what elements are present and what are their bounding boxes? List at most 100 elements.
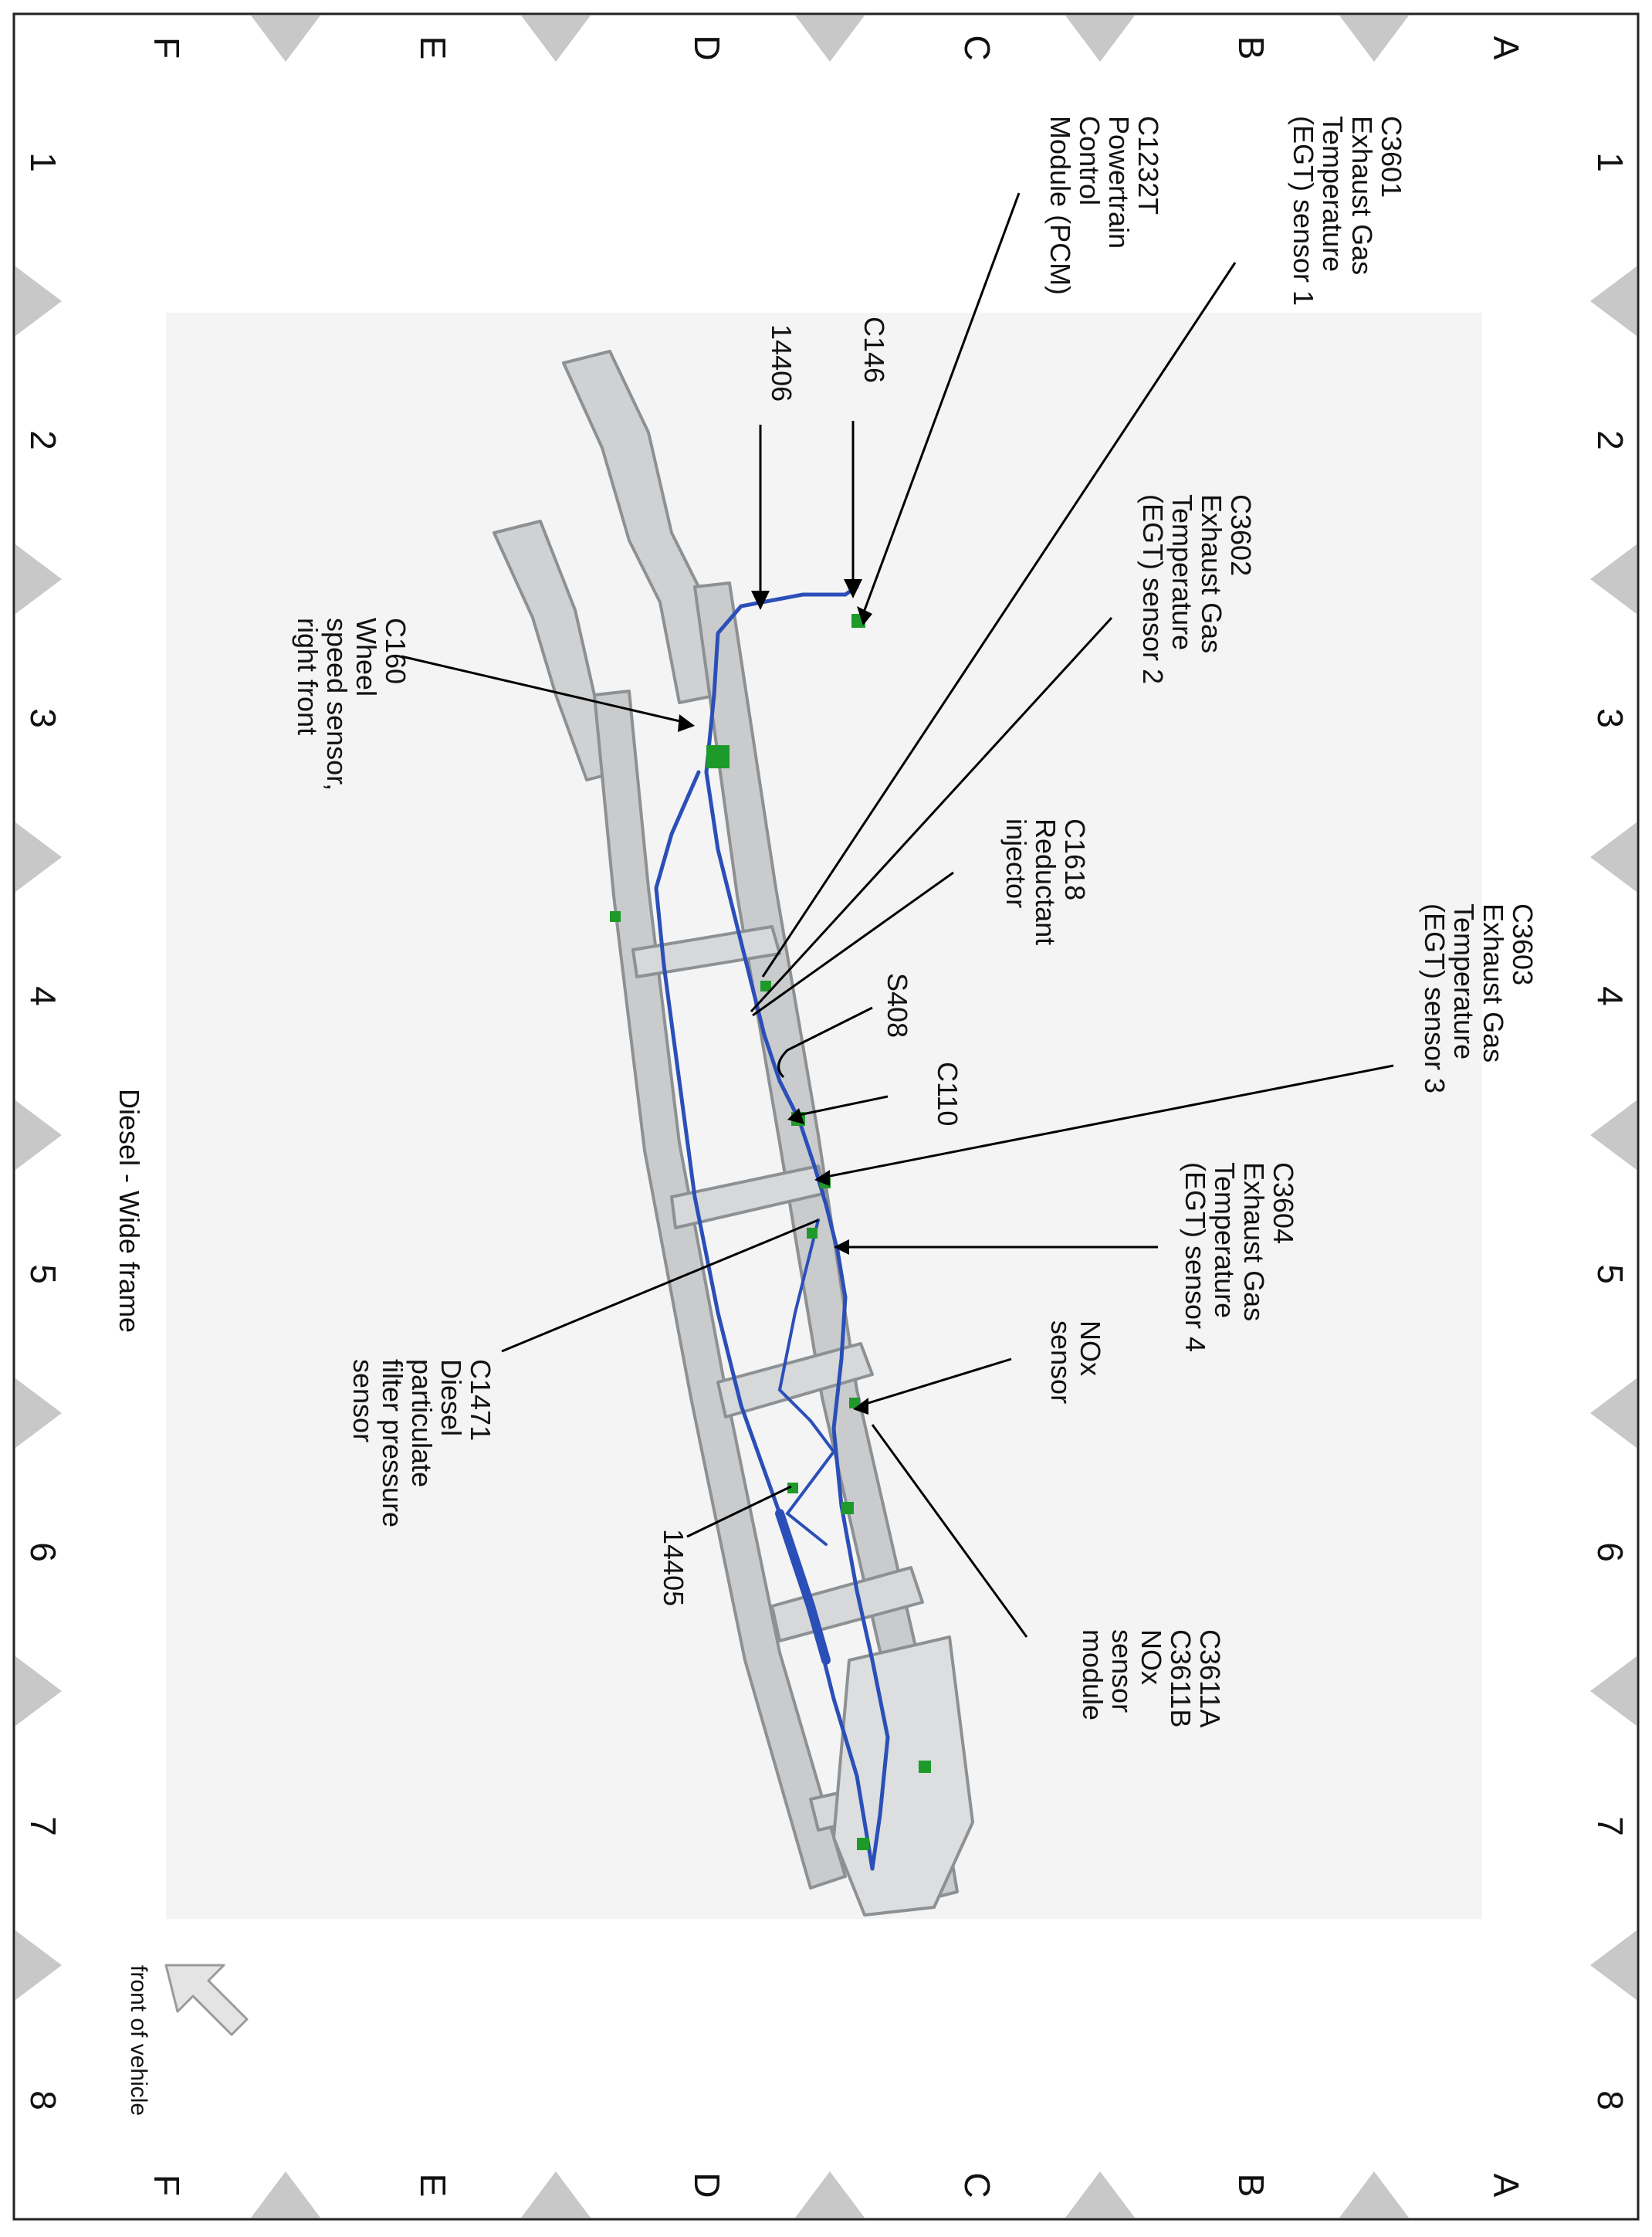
- grid-marker-bottom-2: [1065, 2171, 1135, 2218]
- grid-marker-right-4: [1590, 1100, 1637, 1170]
- grid-marker-right-2: [1590, 544, 1637, 614]
- grid-number-left-8: 8: [23, 2090, 63, 2110]
- vehicle-frame: [493, 350, 974, 1917]
- grid-number-right-5: 5: [1590, 1264, 1630, 1284]
- callout-14405: 14405: [658, 1529, 689, 1606]
- grid-marker-left-5: [15, 1378, 62, 1448]
- callout-14406: 14406: [766, 324, 797, 402]
- connector-front-1: [857, 1838, 869, 1850]
- arrowhead-c3603: [814, 1170, 830, 1186]
- grid-number-left-4: 4: [23, 986, 63, 1006]
- grid-number-left-7: 7: [23, 1816, 63, 1836]
- leader-c3602: [750, 616, 1113, 1013]
- leader-14405: [686, 1485, 792, 1538]
- leader-c1471: [501, 1218, 819, 1353]
- callouts: C3601 Exhaust Gas Temperature (EGT) sens…: [292, 116, 1539, 1735]
- leader-arrowheads: [678, 579, 872, 1415]
- grid-number-left-6: 6: [23, 1542, 63, 1562]
- frame-rail-left: [593, 690, 847, 1890]
- callout-c1471: C1471 Diesel particulate filter pressure…: [347, 1359, 496, 1535]
- grid-letter-top-D: D: [687, 35, 727, 60]
- callout-c3611: C3611A C3611B NOx sensor module: [1077, 1629, 1226, 1735]
- callout-s408: S408: [882, 973, 913, 1038]
- grid-number-left-5: 5: [23, 1264, 63, 1284]
- callout-c146: C146: [858, 317, 890, 383]
- grid-letter-bottom-A: A: [1486, 2174, 1526, 2198]
- grid-letter-top-F: F: [147, 37, 187, 59]
- grid-marker-bottom-4: [521, 2171, 591, 2218]
- leader-s408: [777, 1006, 873, 1079]
- connector-14405: [787, 1483, 798, 1493]
- connector-c3611: [841, 1502, 854, 1514]
- grid-markers: [15, 15, 1637, 2218]
- illustration-background: [166, 313, 1482, 1919]
- leader-c160: [401, 655, 684, 724]
- callout-c3603: C3603 Exhaust Gas Temperature (EGT) sens…: [1419, 903, 1539, 1093]
- frame-rail-right: [693, 581, 959, 1901]
- callout-c110: C110: [932, 1062, 963, 1126]
- arrowhead-c1232t: [857, 606, 872, 625]
- grid-letter-bottom-C: C: [957, 2172, 997, 2198]
- callout-c3604: C3604 Exhaust Gas Temperature (EGT) sens…: [1180, 1162, 1299, 1352]
- grid-number-right-4: 4: [1590, 986, 1630, 1006]
- leader-nox: [860, 1357, 1012, 1407]
- grid-marker-left-2: [15, 544, 62, 614]
- callout-c1232t: C1232T Powertrain Control Module (PCM): [1044, 116, 1164, 295]
- grid-letter-bottom-B: B: [1231, 2174, 1271, 2198]
- grid-marker-left-3: [15, 822, 62, 892]
- grid-marker-top-2: [1065, 15, 1135, 62]
- arrowhead-14406: [751, 591, 770, 610]
- leader-c3611: [871, 1424, 1028, 1638]
- grid-marker-left-4: [15, 1100, 62, 1170]
- grid-marker-right-3: [1590, 822, 1637, 892]
- harness-thick-section: [775, 1509, 831, 1665]
- grid-number-right-1: 1: [1590, 152, 1630, 172]
- leader-c110: [794, 1095, 889, 1117]
- leader-c1232t: [863, 192, 1021, 611]
- diagram-caption: Diesel - Wide frame: [113, 1089, 145, 1333]
- leader-c1618: [752, 871, 954, 1017]
- connector-c1471: [807, 1228, 818, 1239]
- harness-cross-run: [777, 1218, 836, 1546]
- frame-crossmember-4: [770, 1566, 924, 1642]
- grid-letter-bottom-F: F: [147, 2174, 187, 2196]
- grid-letter-top-A: A: [1486, 36, 1526, 60]
- callout-c1618: C1618 Reductant injector: [1000, 819, 1091, 953]
- connector-front-2: [919, 1761, 931, 1773]
- grid-letter-top-E: E: [413, 36, 453, 60]
- callout-c3601: C3601 Exhaust Gas Temperature (EGT) sens…: [1288, 116, 1407, 306]
- grid-marker-bottom-3: [795, 2171, 865, 2218]
- leader-c3603: [821, 1064, 1394, 1179]
- grid-number-right-2: 2: [1590, 430, 1630, 450]
- grid-marker-top-5: [251, 15, 320, 62]
- callout-c3602: C3602 Exhaust Gas Temperature (EGT) sens…: [1137, 494, 1257, 684]
- grid-number-left-2: 2: [23, 430, 63, 450]
- arrowhead-c146: [844, 579, 862, 598]
- grid-number-right-8: 8: [1590, 2090, 1630, 2110]
- leader-c3601: [761, 262, 1237, 978]
- front-of-vehicle-arrow-icon: [164, 1964, 249, 2036]
- leader-lines: [401, 192, 1394, 1638]
- grid-number-right-7: 7: [1590, 1816, 1630, 1836]
- grid-letter-bottom-D: D: [687, 2172, 727, 2198]
- grid-letter-top-B: B: [1231, 36, 1271, 60]
- front-of-vehicle-label: front of vehicle: [126, 1965, 151, 2116]
- grid-marker-right-1: [1590, 266, 1637, 336]
- grid-marker-bottom-5: [251, 2171, 320, 2218]
- grid-marker-right-5: [1590, 1378, 1637, 1448]
- harness-right-rail: [831, 1295, 890, 1871]
- frame-crossmember-3: [716, 1342, 874, 1418]
- harness-main-trunk: [704, 770, 848, 1300]
- grid-number-right-3: 3: [1590, 708, 1630, 728]
- page-border: [12, 12, 1640, 2221]
- connector-main-block: [706, 745, 730, 768]
- arrowhead-c3604: [834, 1239, 849, 1255]
- arrowhead-nox: [853, 1398, 868, 1415]
- grid-marker-right-6: [1590, 1656, 1637, 1726]
- grid-marker-top-4: [521, 15, 591, 62]
- grid-number-left-1: 1: [23, 152, 63, 172]
- grid-number-right-6: 6: [1590, 1542, 1630, 1562]
- frame-crossmember-2: [670, 1164, 828, 1229]
- wiring-harness: [654, 585, 890, 1871]
